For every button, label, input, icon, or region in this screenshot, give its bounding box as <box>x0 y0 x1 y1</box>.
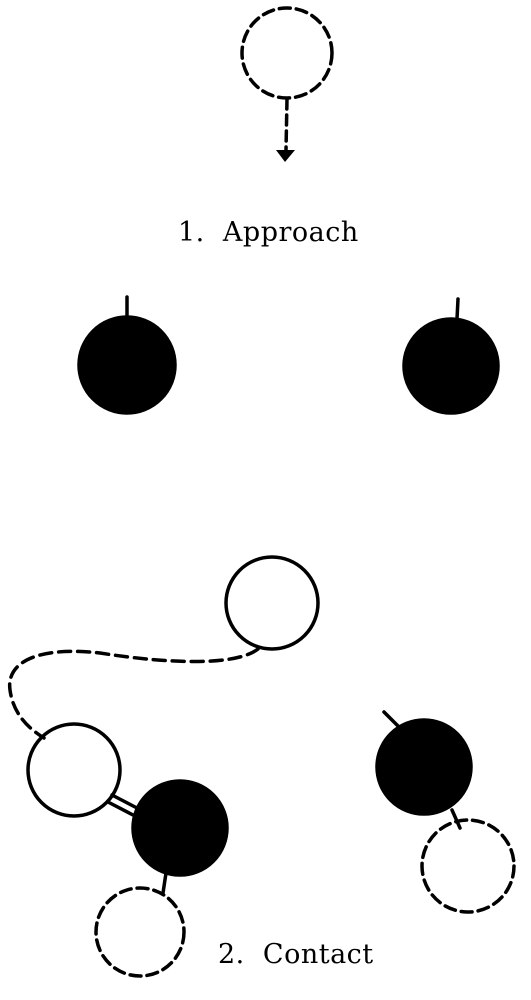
open-particle-contact <box>26 722 122 818</box>
arrow-down-icon <box>276 150 295 162</box>
contact-panel <box>7 555 516 978</box>
approach-panel <box>77 6 500 415</box>
filled-particle-contact <box>131 779 229 877</box>
bound-particle-right <box>402 297 500 415</box>
filled-particle-right <box>375 710 473 816</box>
open-particle-top <box>224 555 320 651</box>
dashed-particle-bottom-left <box>94 886 186 978</box>
contact-caption: 2. Contact <box>218 939 374 970</box>
link-to-dashed-bottom <box>161 871 168 895</box>
double-bond <box>106 793 139 817</box>
approaching-particle-dashed <box>240 6 334 162</box>
dashed-particle-right <box>420 818 516 914</box>
link-to-dashed-right <box>450 808 462 830</box>
bound-particle-left <box>77 295 177 415</box>
approach-caption: 1. Approach <box>178 217 359 248</box>
dashed-trajectory <box>7 647 260 740</box>
